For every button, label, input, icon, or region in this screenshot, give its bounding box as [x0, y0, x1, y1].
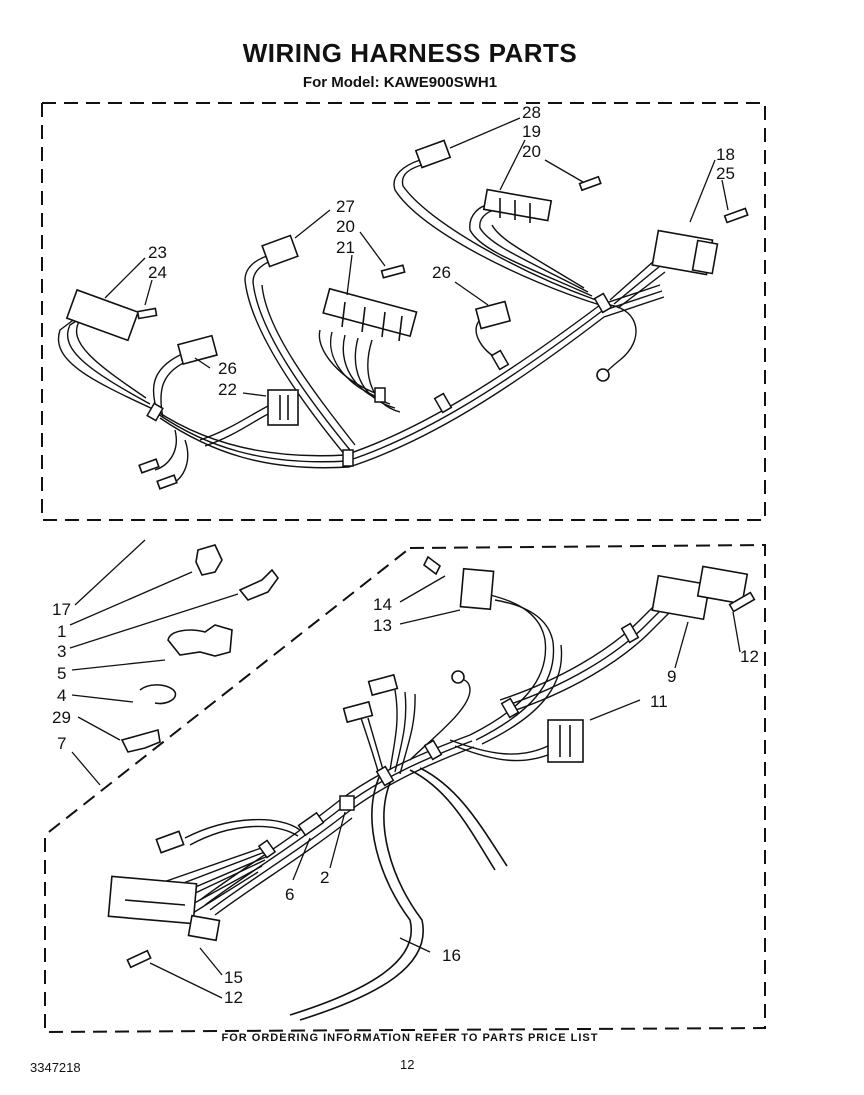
callout-14: 14	[373, 595, 392, 614]
callout-26: 26	[218, 359, 237, 378]
lower-connectors	[107, 555, 756, 969]
page-number: 12	[400, 1057, 415, 1072]
callout-20: 20	[522, 142, 541, 161]
lower-harness-wires	[154, 594, 671, 919]
callout-9: 9	[667, 667, 676, 686]
callout-4: 4	[57, 686, 66, 705]
page-title: WIRING HARNESS PARTS	[242, 38, 578, 68]
callout-5: 5	[57, 664, 66, 683]
upper-assembly-frame	[41, 102, 766, 521]
callout-19: 19	[522, 122, 541, 141]
callout-13: 13	[373, 616, 392, 635]
callout-labels: 28 19 20 18 25 27 20 21 26 23 24 26 22 1…	[52, 103, 759, 1007]
model-subtitle: For Model: KAWE900SWH1	[302, 74, 498, 91]
ordering-info-note: FOR ORDERING INFORMATION REFER TO PARTS …	[221, 1032, 599, 1044]
callout-22: 22	[218, 380, 237, 399]
callout-27: 27	[336, 197, 355, 216]
callout-12: 12	[740, 647, 759, 666]
callout-18: 18	[716, 145, 735, 164]
callout-21: 21	[336, 238, 355, 257]
document-number: 3347218	[30, 1060, 81, 1075]
callout-24: 24	[148, 263, 167, 282]
callout-29: 29	[52, 708, 71, 727]
lower-harness-clips	[257, 622, 640, 859]
callout-3: 3	[57, 642, 66, 661]
callout-26: 26	[432, 263, 451, 282]
callout-16: 16	[442, 946, 461, 965]
callout-15: 15	[224, 968, 243, 987]
callout-7: 7	[57, 734, 66, 753]
callout-28: 28	[522, 103, 541, 122]
upper-connectors	[65, 139, 749, 490]
upper-harness-clips	[146, 292, 613, 467]
leader-lines	[69, 117, 741, 999]
callout-23: 23	[148, 243, 167, 262]
lower-tubes	[289, 767, 508, 1021]
lower-assembly-frame	[44, 543, 766, 1034]
loose-parts	[120, 544, 279, 753]
callout-20: 20	[336, 217, 355, 236]
callout-2: 2	[320, 868, 329, 887]
callout-1: 1	[57, 622, 66, 641]
callout-12: 12	[224, 988, 243, 1007]
callout-6: 6	[285, 885, 294, 904]
callout-17: 17	[52, 600, 71, 619]
callout-11: 11	[650, 692, 668, 711]
callout-25: 25	[716, 164, 735, 183]
